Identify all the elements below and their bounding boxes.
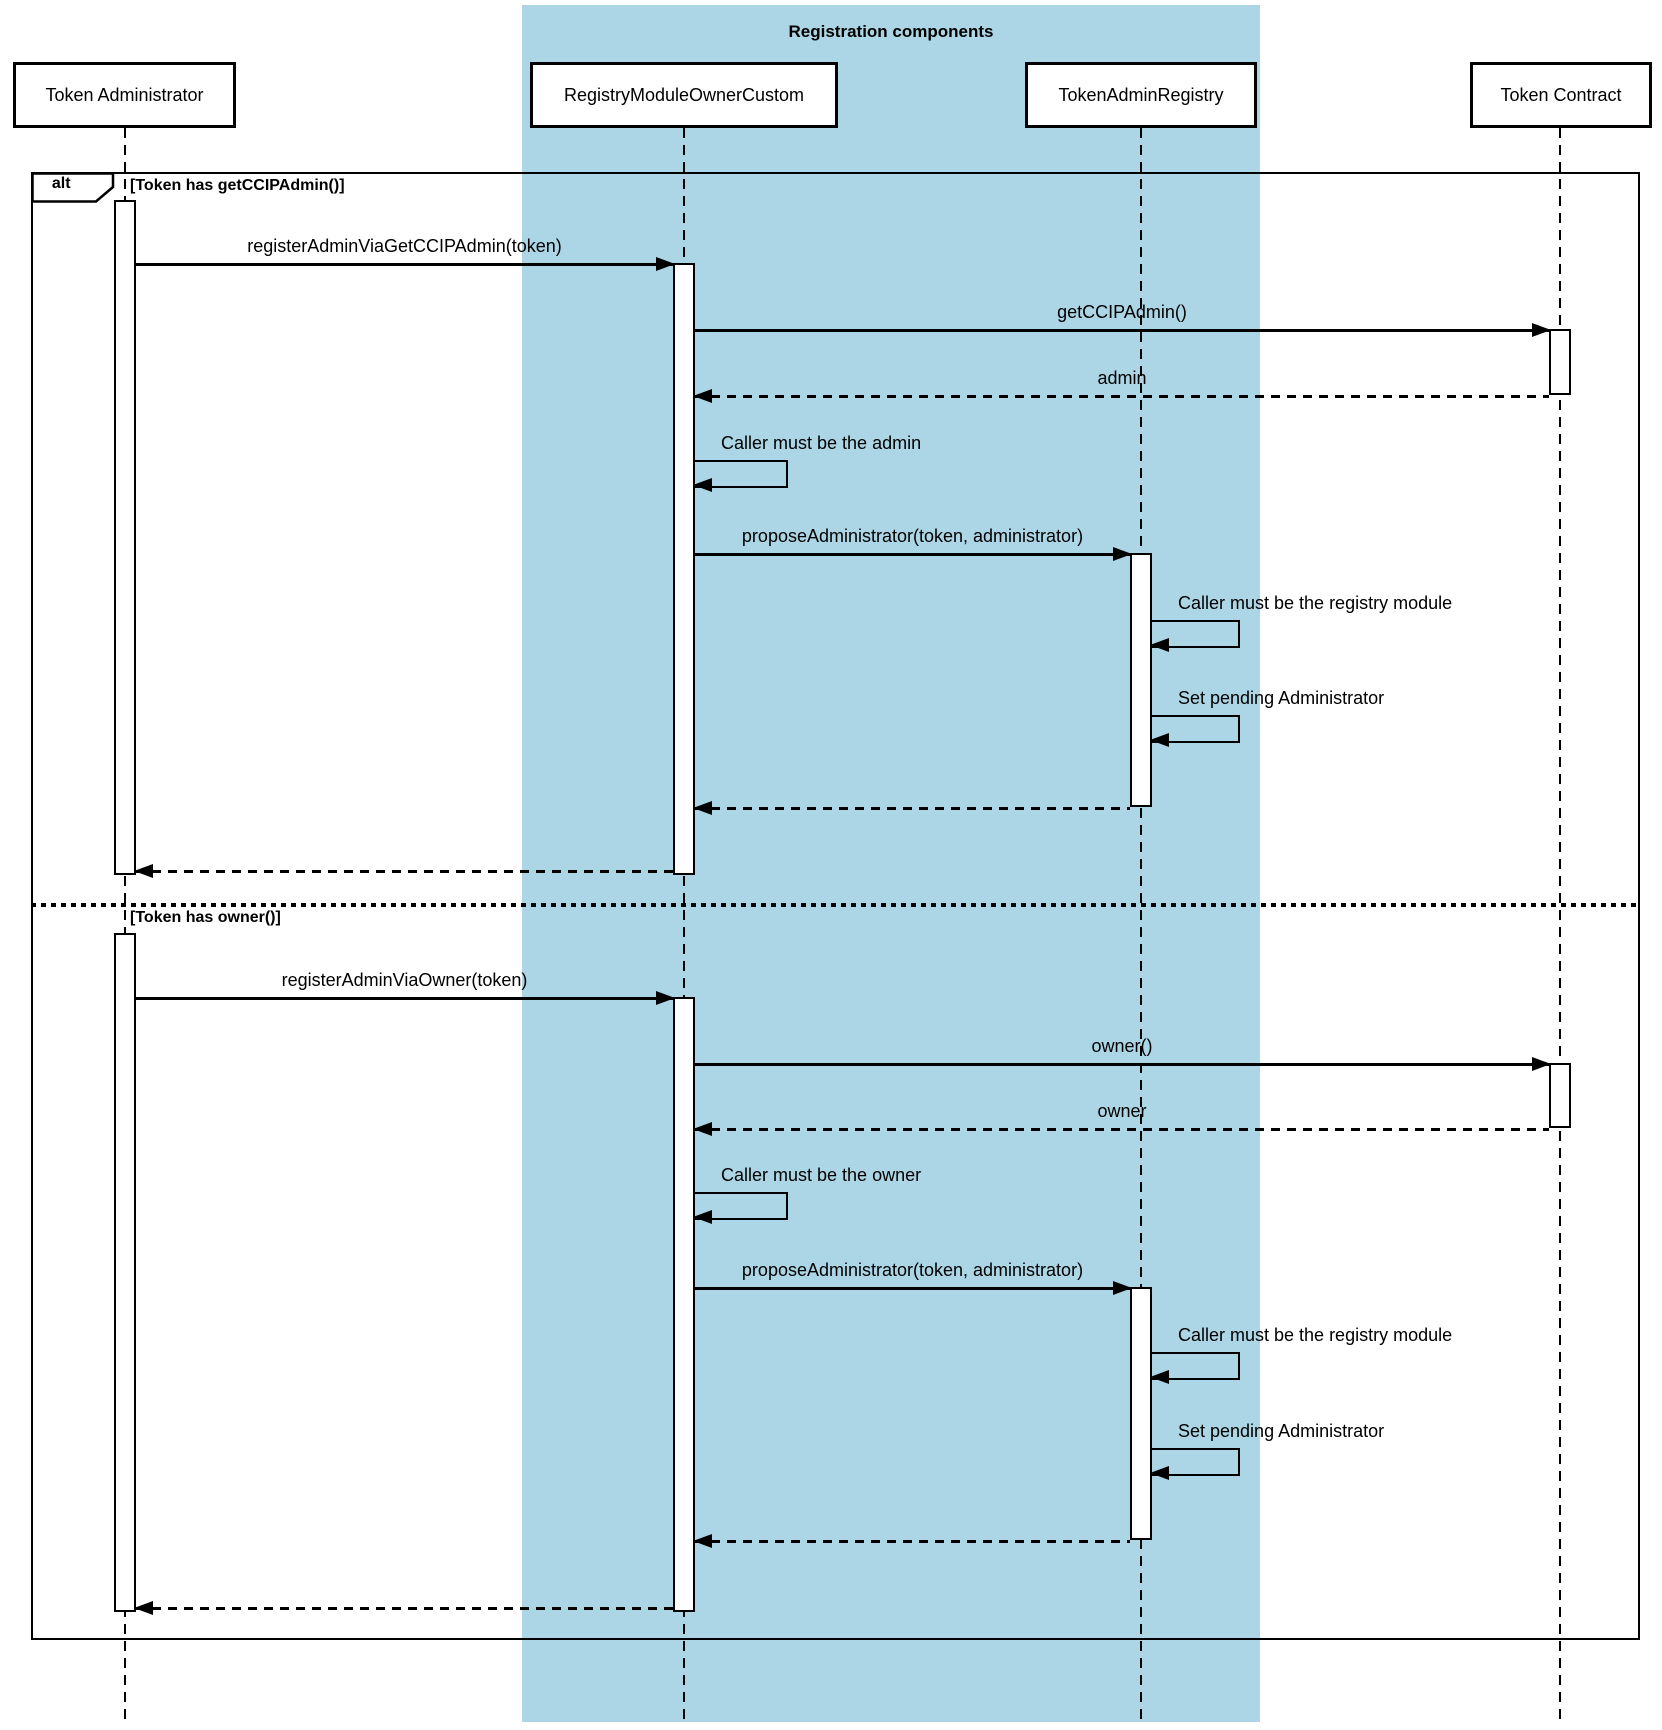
arrowhead-left-icon — [134, 863, 153, 878]
participant-registry-module-owner-custom: RegistryModuleOwnerCustom — [530, 62, 838, 128]
self-message-arrow — [1150, 1448, 1240, 1481]
message-label: getCCIPAdmin() — [1057, 302, 1187, 322]
activation-token-contract — [1549, 329, 1571, 395]
arrowhead-left-icon — [1150, 1466, 1169, 1481]
message-label: proposeAdministrator(token, administrato… — [741, 1260, 1084, 1280]
self-message-arrow — [1150, 620, 1240, 653]
return-message-arrow — [693, 800, 1130, 815]
message-label: owner() — [1091, 1036, 1153, 1056]
participant-token-contract: Token Contract — [1470, 62, 1652, 128]
arrowhead-right-icon — [1532, 1056, 1551, 1071]
arrowhead-left-icon — [1150, 1370, 1169, 1385]
arrowhead-right-icon — [656, 256, 675, 271]
arrowhead-left-icon — [134, 1600, 153, 1615]
arrowhead-left-icon — [693, 1210, 712, 1225]
message-label: Caller must be the admin — [721, 433, 922, 453]
activation-token-admin-registry — [1130, 553, 1152, 807]
arrowhead-right-icon — [656, 990, 675, 1005]
return-message-arrow — [134, 863, 673, 878]
arrowhead-left-icon — [693, 388, 712, 403]
lifeline-token-admin-registry — [1140, 128, 1142, 1722]
return-message-arrow — [693, 1121, 1549, 1136]
alt-condition-2: [Token has owner()] — [130, 909, 281, 926]
participant-token-admin-registry: TokenAdminRegistry — [1025, 62, 1257, 128]
arrowhead-right-icon — [1113, 1280, 1132, 1295]
self-message-arrow — [1150, 1352, 1240, 1385]
return-message-arrow — [134, 1600, 673, 1615]
call-message-arrow — [695, 1056, 1551, 1071]
arrowhead-right-icon — [1113, 546, 1132, 561]
message-label: registerAdminViaGetCCIPAdmin(token) — [247, 236, 562, 256]
arrowhead-left-icon — [693, 1533, 712, 1548]
call-message-arrow — [695, 1280, 1132, 1295]
activation-registry-module-owner-custom — [673, 997, 695, 1612]
return-message-arrow — [693, 1533, 1130, 1548]
return-message-arrow — [693, 388, 1549, 403]
call-message-arrow — [695, 546, 1132, 561]
message-label: Set pending Administrator — [1178, 1421, 1385, 1441]
call-message-arrow — [136, 990, 675, 1005]
activation-token-contract — [1549, 1063, 1571, 1128]
arrowhead-left-icon — [1150, 733, 1169, 748]
arrowhead-left-icon — [693, 800, 712, 815]
self-message-arrow — [1150, 715, 1240, 748]
group-title: Registration components — [788, 22, 994, 41]
self-message-arrow — [693, 460, 788, 493]
arrowhead-left-icon — [1150, 638, 1169, 653]
activation-registry-module-owner-custom — [673, 263, 695, 875]
call-message-arrow — [136, 256, 675, 271]
alt-tab-shape — [31, 172, 115, 203]
lifeline-registry-module-owner-custom — [683, 128, 685, 1722]
message-label: Caller must be the owner — [721, 1165, 922, 1185]
message-label: owner — [1097, 1101, 1147, 1121]
alt-operator-label: alt — [51, 175, 71, 192]
activation-token-admin-registry — [1130, 1287, 1152, 1540]
lifeline-token-administrator — [124, 128, 126, 1722]
arrowhead-left-icon — [693, 478, 712, 493]
alt-section-divider — [31, 903, 1640, 907]
alt-condition-1: [Token has getCCIPAdmin()] — [130, 177, 345, 194]
message-label: Caller must be the registry module — [1178, 593, 1453, 613]
message-label: proposeAdministrator(token, administrato… — [741, 526, 1084, 546]
message-label: registerAdminViaOwner(token) — [281, 970, 528, 990]
arrowhead-right-icon — [1532, 322, 1551, 337]
alt-operator-tab: alt — [31, 172, 115, 203]
activation-token-administrator — [114, 933, 136, 1612]
self-message-arrow — [693, 1192, 788, 1225]
participant-token-administrator: Token Administrator — [13, 62, 236, 128]
message-label: Set pending Administrator — [1178, 688, 1385, 708]
activation-token-administrator — [114, 200, 136, 875]
message-label: admin — [1097, 368, 1147, 388]
arrowhead-left-icon — [693, 1121, 712, 1136]
lifeline-token-contract — [1559, 128, 1561, 1722]
message-label: Caller must be the registry module — [1178, 1325, 1453, 1345]
call-message-arrow — [695, 322, 1551, 337]
